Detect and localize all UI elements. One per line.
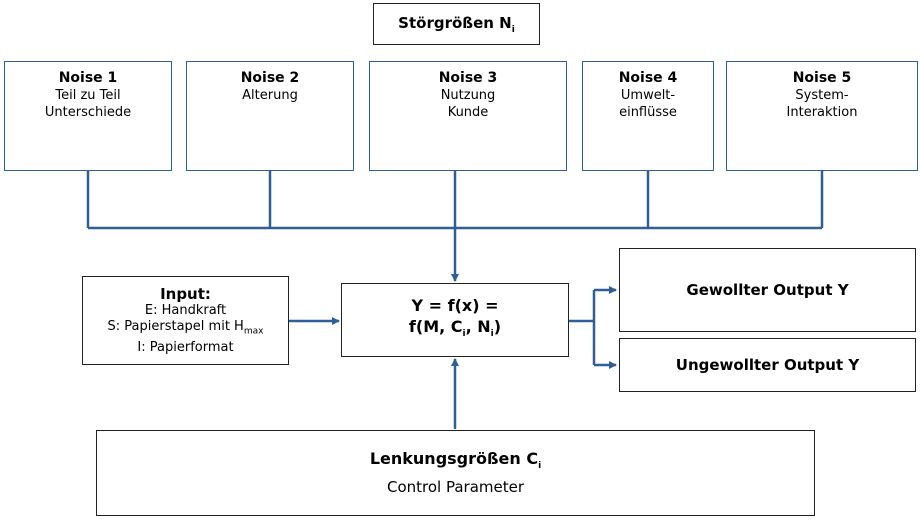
disturbance-title: Störgrößen N (398, 13, 512, 32)
input-line-i: I: Papierformat (137, 339, 234, 355)
function-line-2-subscript-2: i (490, 329, 494, 340)
noise-title: Noise 4 (618, 70, 678, 86)
wanted-output-box: Gewollter Output Y (619, 248, 916, 332)
function-line-2-part-b: , N (465, 316, 491, 336)
disturbance-header-box: Störgrößen Ni (373, 3, 540, 45)
noise-title: Noise 2 (240, 70, 300, 86)
noise-box-1: Noise 1 Teil zu Teil Unterschiede (4, 61, 172, 171)
noise-line: Unterschiede (44, 105, 132, 120)
control-title-subscript: i (538, 461, 542, 472)
function-line-2-part-c: ) (493, 316, 502, 336)
noise-box-5: Noise 5 System- Interaktion (726, 61, 918, 171)
function-box: Y = f(x) = f(M, Ci, Ni) (341, 283, 569, 357)
input-line-s: S: Papierstapel mit H (107, 319, 244, 335)
noise-line: Kunde (447, 105, 489, 120)
function-line-2-subscript-1: i (462, 329, 466, 340)
noise-title: Noise 1 (58, 70, 118, 86)
unwanted-output-label: Ungewollter Output Y (675, 356, 860, 374)
unwanted-output-box: Ungewollter Output Y (619, 338, 916, 392)
wanted-output-label: Gewollter Output Y (686, 281, 849, 299)
noise-line: Nutzung (440, 88, 496, 103)
input-line-s-subscript: max (243, 326, 264, 337)
noise-line: System- (795, 88, 849, 103)
control-title: Lenkungsgrößen C (369, 449, 539, 469)
noise-line: Teil zu Teil (55, 88, 121, 103)
input-box: Input: E: Handkraft S: Papierstapel mit … (82, 276, 289, 365)
noise-line: Umwelt- (620, 88, 676, 103)
noise-title: Noise 3 (438, 70, 498, 86)
function-line-2-part-a: f(M, C (408, 316, 463, 336)
control-parameter-box: Lenkungsgrößen Ci Control Parameter (96, 430, 815, 516)
function-line-1: Y = f(x) = (411, 295, 499, 315)
noise-box-2: Noise 2 Alterung (186, 61, 354, 171)
noise-line: Interaktion (786, 105, 858, 120)
noise-box-4: Noise 4 Umwelt- einflüsse (582, 61, 714, 171)
noise-title: Noise 5 (792, 70, 852, 86)
control-subtitle: Control Parameter (386, 477, 525, 496)
input-line-e: E: Handkraft (144, 303, 227, 319)
noise-line: Alterung (242, 88, 298, 103)
noise-box-3: Noise 3 Nutzung Kunde (369, 61, 567, 171)
input-title: Input: (160, 285, 211, 304)
noise-line: einflüsse (619, 105, 677, 120)
function-line-2: f(M, Ci, Ni) (409, 316, 501, 345)
disturbance-title-subscript: i (511, 24, 515, 35)
